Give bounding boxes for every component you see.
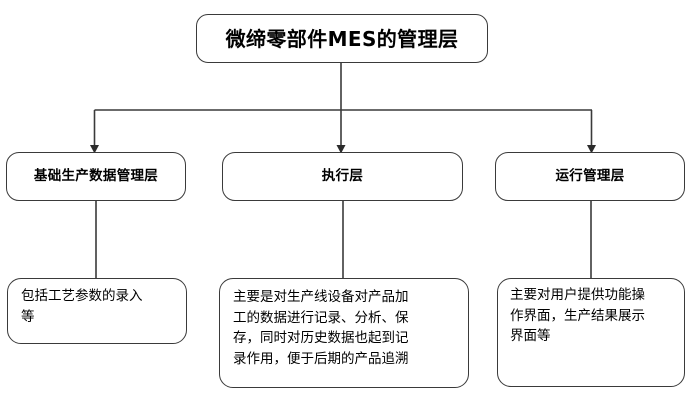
root-title-label: 微缔零部件MES的管理层 <box>225 26 459 51</box>
desc-operation-text: 主要对用户提供功能操 作界面，生产结果展示 界面等 <box>510 287 645 345</box>
node-layer-operation[interactable]: 运行管理层 <box>495 152 685 201</box>
node-layer-foundation[interactable]: 基础生产数据管理层 <box>6 152 186 201</box>
node-desc-execution[interactable]: 主要是对生产线设备对产品加 工的数据进行记录、分析、保 存，同时对历史数据也起到… <box>219 278 469 388</box>
desc-foundation-text: 包括工艺参数的录入 等 <box>21 288 143 325</box>
node-root-title[interactable]: 微缔零部件MES的管理层 <box>196 14 488 63</box>
layer-operation-label: 运行管理层 <box>555 167 625 184</box>
layer-execution-label: 执行层 <box>321 167 364 184</box>
node-desc-foundation[interactable]: 包括工艺参数的录入 等 <box>7 278 187 344</box>
node-layer-execution[interactable]: 执行层 <box>222 152 463 201</box>
node-desc-operation[interactable]: 主要对用户提供功能操 作界面，生产结果展示 界面等 <box>497 278 685 387</box>
desc-execution-text: 主要是对生产线设备对产品加 工的数据进行记录、分析、保 存，同时对历史数据也起到… <box>233 289 409 367</box>
layer-foundation-label: 基础生产数据管理层 <box>33 167 159 184</box>
